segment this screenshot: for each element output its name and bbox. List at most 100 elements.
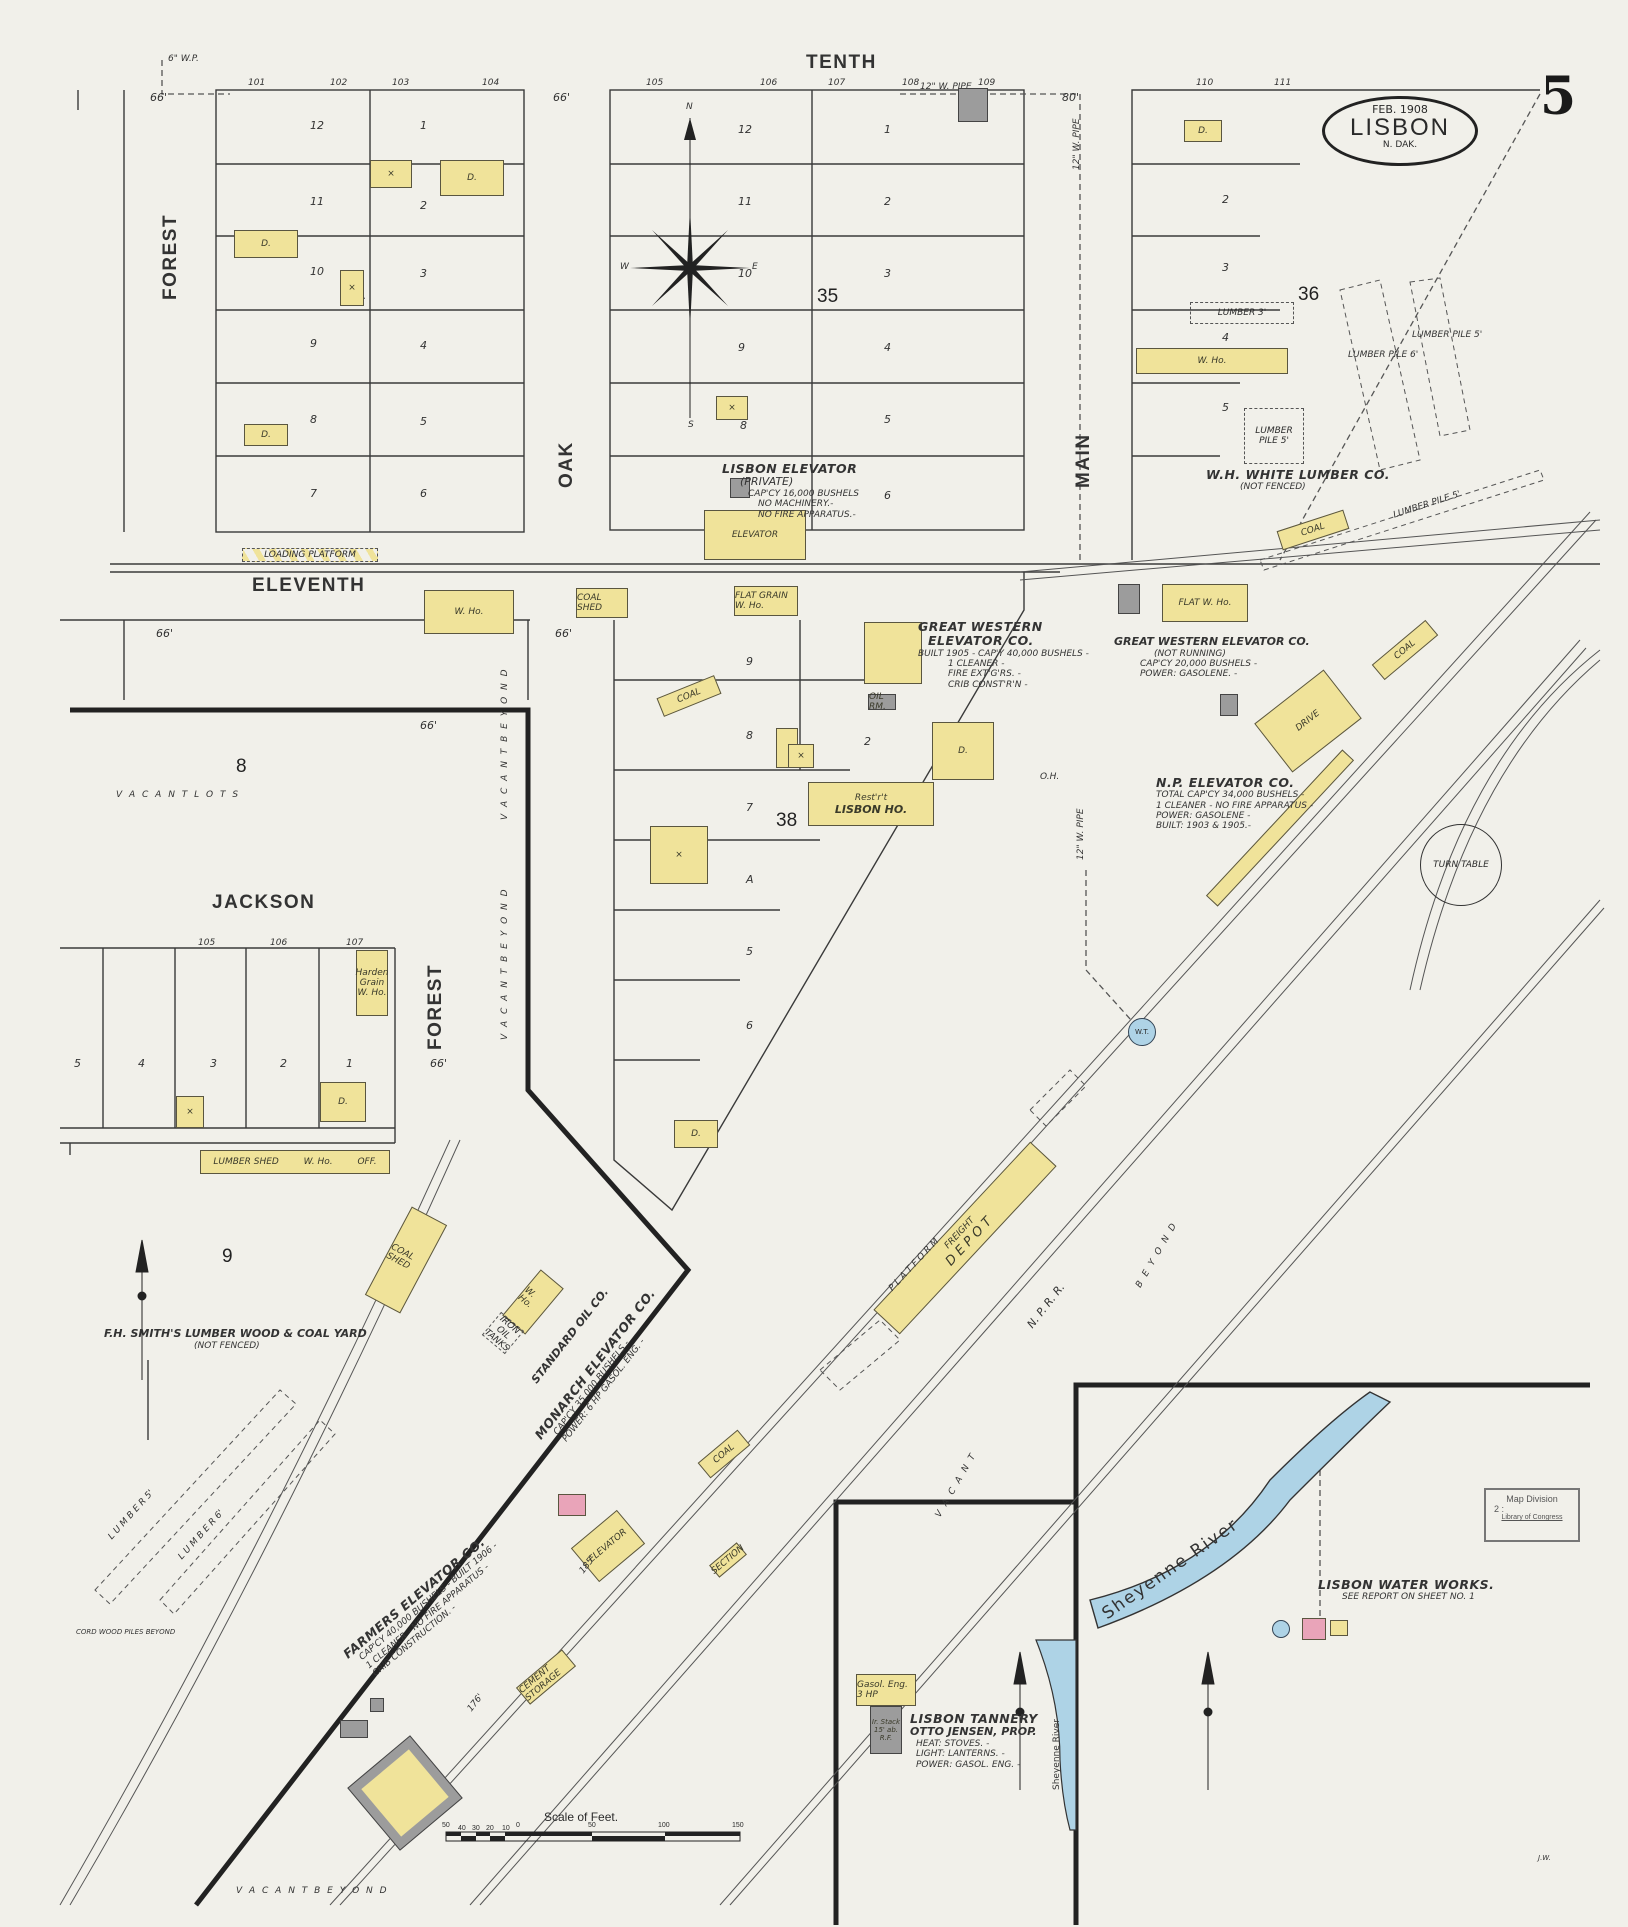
building-engine-house: [1118, 584, 1140, 614]
business-detail: BUILT 1905 - CAP'Y 40,000 BUSHELS -: [918, 648, 1089, 659]
lot-number: 2: [280, 1057, 287, 1070]
house-number: 107: [346, 938, 364, 948]
vacant-lots-label: V A C A N T L O T S: [116, 790, 241, 800]
sheet-number: 5: [1540, 66, 1577, 127]
lot-number: 12: [738, 123, 752, 136]
lot-number: 9: [310, 337, 317, 350]
building-gasol-house: [370, 1698, 384, 1712]
street-width: 66': [156, 627, 174, 640]
great-western-elevator-label: GREAT WESTERN ELEVATOR CO. BUILT 1905 - …: [918, 619, 1089, 690]
business-detail: POWER: GASOLENE. -: [1140, 669, 1238, 680]
lot-number: 2: [420, 199, 427, 212]
street-jackson: JACKSON: [212, 892, 316, 913]
house-number: 111: [1274, 78, 1292, 88]
business-detail: CAP'CY 16,000 BUSHELS: [748, 489, 859, 500]
lot-number: 6: [746, 1019, 753, 1032]
business-subtitle: (PRIVATE): [740, 475, 794, 489]
building-dwelling: D.: [320, 1082, 366, 1122]
house-number: 104: [482, 78, 500, 88]
building-tannery: Gasol. Eng. 3 HP: [856, 1674, 916, 1706]
lisbon-water-works-label: LISBON WATER WORKS. SEE REPORT ON SHEET …: [1318, 1577, 1494, 1603]
lot-number: 7: [746, 801, 753, 814]
street-forest-south: FOREST: [425, 963, 446, 1050]
lot-number: 5: [74, 1057, 81, 1070]
block-number: 36: [1298, 284, 1320, 305]
house-number: 105: [198, 938, 216, 948]
lisbon-elevator-label: LISBON ELEVATOR (PRIVATE) CAP'CY 16,000 …: [722, 461, 859, 520]
street-width: 80': [1062, 91, 1080, 104]
fh-smith-yard-label: F.H. SMITH'S LUMBER WOOD & COAL YARD (NO…: [104, 1327, 367, 1351]
lot-number: 4: [420, 339, 427, 352]
street-tenth: TENTH: [806, 52, 877, 73]
street-eleventh: ELEVENTH: [252, 575, 366, 596]
restaurant-label: Rest'r't: [854, 792, 888, 803]
building-harden-grain-warehouse: Harden Grain W. Ho.: [356, 950, 388, 1016]
business-detail: TOTAL CAP'CY 34,000 BUSHELS -: [1156, 790, 1305, 801]
building-water-works-engine: [1302, 1618, 1326, 1640]
np-elevator-label: N.P. ELEVATOR CO. TOTAL CAP'CY 34,000 BU…: [1156, 775, 1314, 832]
lot-number: 11: [738, 195, 752, 208]
lot-number: 3: [420, 267, 427, 280]
building-tannery-stack: Ir. Stack 15' ab. R.F.: [870, 1706, 902, 1754]
building-dwelling: D.: [234, 230, 298, 258]
warehouse-label: W. Ho.: [303, 1157, 333, 1167]
lot-number: 5: [746, 945, 753, 958]
sheyenne-river: [1089, 1391, 1392, 1629]
block-number: 9: [222, 1246, 233, 1267]
pipe-label: 12" W. PIPE: [1076, 808, 1086, 860]
street-forest-north: FOREST: [160, 213, 181, 300]
lot-number: 2: [884, 195, 891, 208]
building-engine-room: [340, 1720, 368, 1738]
lot-number: 5: [1222, 401, 1229, 414]
pipe-label: 6" W.P.: [168, 54, 199, 64]
oh-label: O.H.: [1040, 772, 1060, 782]
cord-wood-label: CORD WOOD PILES BEYOND: [76, 1628, 176, 1636]
scale-tick: 50: [588, 1822, 596, 1829]
house-number: 106: [760, 78, 778, 88]
business-detail: HEAT: STOVES. -: [916, 1739, 990, 1750]
building-warehouse: W. Ho.: [1136, 348, 1288, 374]
lumber-pile: LUMBER 3': [1190, 302, 1294, 324]
business-detail: FIRE EXT'G'RS. -: [948, 669, 1021, 680]
business-detail: CRIB CONST'R'N -: [948, 679, 1028, 690]
building-coal-shed: COAL SHED: [576, 588, 628, 618]
lot-number: 4: [1222, 331, 1229, 344]
lot-number: 5: [884, 413, 891, 426]
block-number: 8: [236, 756, 247, 777]
lot-number: 1: [420, 119, 427, 132]
building-oil-room: OIL RM.: [868, 692, 896, 712]
compass-n: N: [686, 102, 693, 112]
house-number: 110: [1196, 78, 1214, 88]
lot-number: 10: [310, 265, 324, 278]
lot-number: 8: [310, 413, 317, 426]
lot-number: 3: [210, 1057, 217, 1070]
building-dwelling: D.: [440, 160, 504, 196]
lot-number: 8: [740, 419, 747, 432]
lisbon-tannery-label: LISBON TANNERY OTTO JENSEN, PROP. HEAT: …: [910, 1711, 1038, 1770]
building-grocery: [958, 88, 988, 122]
street-width: 66': [430, 1057, 448, 1070]
lot-number: 10: [738, 267, 752, 280]
business-subtitle: (NOT FENCED): [1240, 482, 1306, 493]
lot-number: 5: [420, 415, 427, 428]
lot-number: 4: [138, 1057, 145, 1070]
street-width: 66': [420, 719, 438, 732]
lumber-pile-label: LUMBER PILE 6': [1348, 350, 1419, 360]
building-great-western-elevator-2: FLAT W. Ho.: [1162, 584, 1248, 622]
business-name: LISBON ELEVATOR: [722, 461, 858, 476]
compass-s: S: [688, 420, 694, 430]
building-great-western-elevator: [864, 622, 922, 684]
wh-white-lumber-label: W.H. WHITE LUMBER CO. (NOT FENCED): [1206, 467, 1390, 493]
building-engine-house: [1220, 694, 1238, 716]
street-width: 66': [555, 627, 573, 640]
hotel-label: LISBON HO.: [834, 802, 908, 816]
stamp-line: 2 :: [1494, 1504, 1505, 1514]
vacant-beyond-label: V A C A N T B E Y O N D: [500, 667, 510, 820]
lumber-shed-label: LUMBER SHED: [213, 1157, 279, 1167]
lot-number: 9: [738, 341, 745, 354]
lot-number: 8: [746, 729, 753, 742]
building-shed: ⨯: [788, 744, 814, 768]
business-name: GREAT WESTERN: [918, 619, 1043, 634]
business-detail: 1 CLEANER - NO FIRE APPARATUS -: [1156, 800, 1314, 811]
business-proprietor: OTTO JENSEN, PROP.: [910, 1725, 1037, 1739]
